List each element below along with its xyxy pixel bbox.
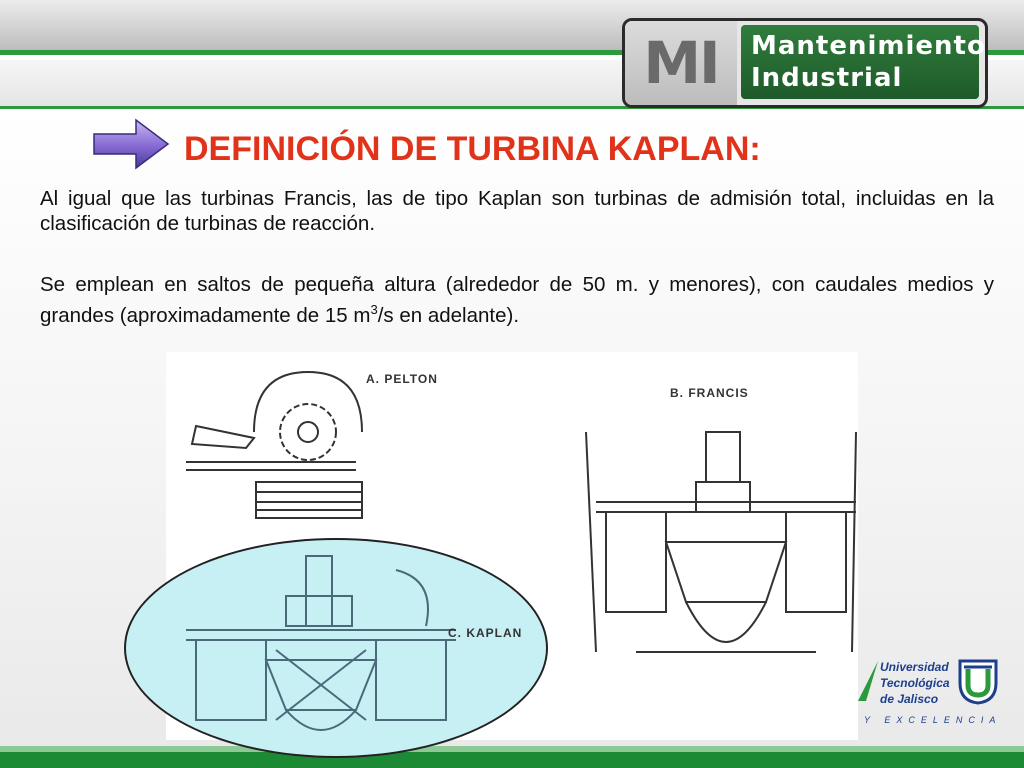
- logo-initials: MI: [625, 21, 737, 105]
- paragraph-2: Se emplean en saltos de pequeña altura (…: [40, 272, 994, 328]
- mantenimiento-industrial-logo: MI Mantenimiento Industrial: [622, 18, 988, 108]
- logo-line-2: Industrial: [751, 63, 903, 93]
- francis-turbine-drawing: [585, 431, 857, 653]
- university-shield-icon: [958, 659, 998, 705]
- paragraph-2-text: Se emplean en saltos de pequeña altura (…: [40, 273, 994, 327]
- kaplan-highlight-ellipse: C. KAPLAN: [124, 538, 548, 758]
- university-line-2: Tecnológica: [880, 676, 950, 690]
- arrow-right-icon: [93, 118, 170, 170]
- footer-green-strip: [0, 752, 1024, 768]
- kaplan-turbine-drawing: [186, 555, 456, 731]
- paragraph-2-tail: /s en adelante).: [377, 303, 520, 327]
- header-green-line-lower: [0, 106, 1024, 109]
- university-motto: Y EXCELENCIA: [864, 715, 1002, 725]
- logo-line-1: Mantenimiento: [751, 31, 986, 61]
- superscript-3: 3: [370, 302, 378, 317]
- label-francis: B. FRANCIS: [670, 386, 749, 400]
- slide-title: DEFINICIÓN DE TURBINA KAPLAN:: [184, 130, 761, 168]
- logo-text-box: Mantenimiento Industrial: [741, 25, 985, 99]
- university-line-1: Universidad: [880, 660, 949, 674]
- header-green-line: [0, 50, 1024, 55]
- university-logo: Universidad Tecnológica de Jalisco Y EXC…: [856, 655, 1024, 725]
- university-name: Universidad Tecnológica de Jalisco: [880, 659, 950, 707]
- university-leaf-icon: [858, 661, 878, 701]
- label-pelton: A. PELTON: [366, 372, 438, 386]
- paragraph-1: Al igual que las turbinas Francis, las d…: [40, 187, 994, 235]
- pelton-turbine-drawing: [186, 370, 363, 519]
- label-kaplan: C. KAPLAN: [448, 626, 523, 640]
- turbines-drawing: [186, 370, 857, 653]
- footer-light-strip: [0, 746, 1024, 752]
- university-line-3: de Jalisco: [880, 692, 939, 706]
